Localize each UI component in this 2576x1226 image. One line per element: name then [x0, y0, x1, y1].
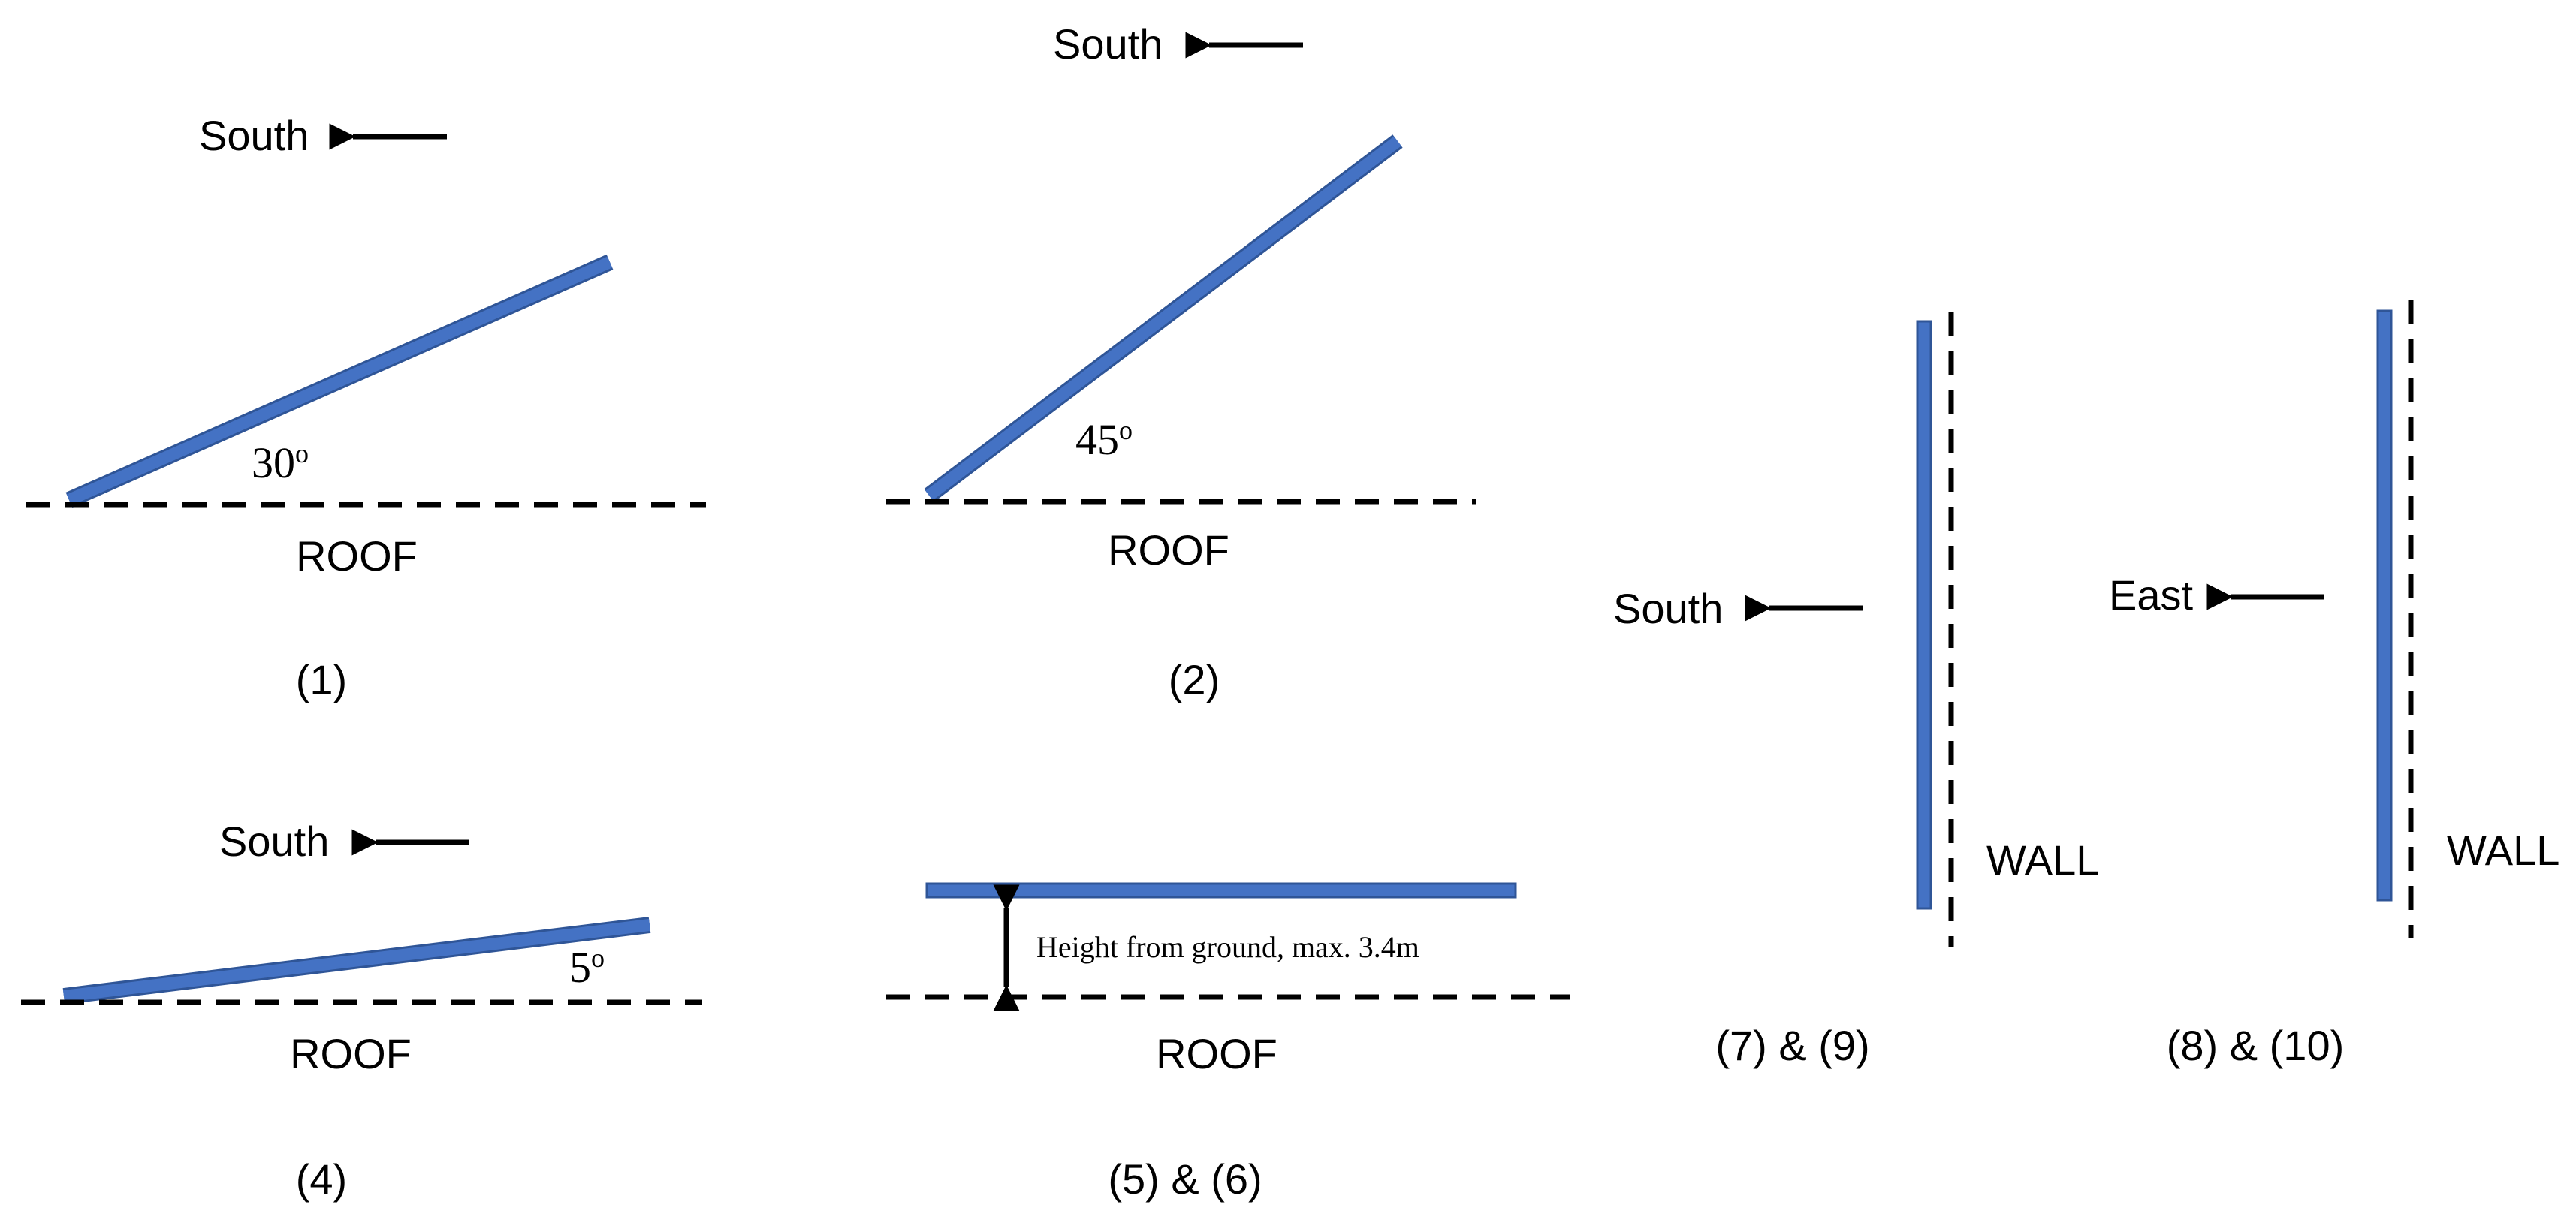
- panel-1-angle-value: 30: [252, 438, 295, 487]
- panel-2-angle-value: 45: [1075, 415, 1119, 464]
- panel-2-angle: 45o: [1075, 415, 1133, 464]
- panel-5-group: Height from ground, max. 3.4m ROOF (5) &…: [886, 882, 1570, 1203]
- panel-8-solar-panel: [2376, 309, 2393, 902]
- panel-2-direction: South: [1053, 20, 1163, 68]
- panel-1-group: South 30o ROOF (1): [26, 112, 706, 703]
- panel-7-solar-panel: [1916, 320, 1932, 910]
- panel-5-caption: (5) & (6): [1108, 1155, 1262, 1203]
- panel-7-direction: South: [1613, 585, 1723, 632]
- panel-2-group: South 45o ROOF (2): [886, 20, 1476, 703]
- panel-4-caption: (4): [296, 1155, 347, 1203]
- panel-8-surface-label: WALL: [2447, 827, 2559, 874]
- panel-1-angle-degree: o: [295, 438, 309, 468]
- panel-7-caption: (7) & (9): [1715, 1022, 1869, 1069]
- panel-2-surface-label: ROOF: [1108, 526, 1229, 574]
- panel-8-direction: East: [2109, 571, 2193, 619]
- panel-2-caption: (2): [1169, 656, 1220, 703]
- panel-1-direction: South: [199, 112, 309, 159]
- panel-4-direction: South: [219, 818, 329, 865]
- panel-4-angle: 5o: [569, 943, 605, 992]
- panel-5-surface-label: ROOF: [1156, 1030, 1277, 1077]
- panel-1-caption: (1): [296, 656, 347, 703]
- panel-7-group: South WALL (7) & (9): [1613, 312, 2099, 1069]
- panel-8-caption: (8) & (10): [2167, 1022, 2345, 1069]
- panel-4-solar-panel-fill: [63, 919, 650, 1002]
- panel-7-surface-label: WALL: [1986, 836, 2099, 884]
- panel-4-angle-value: 5: [569, 943, 591, 992]
- panel-8-group: East WALL (8) & (10): [2109, 300, 2559, 1069]
- panel-2-angle-degree: o: [1119, 415, 1133, 445]
- panel-1-solar-panel-fill: [66, 256, 613, 506]
- panel-1-angle: 30o: [252, 438, 309, 487]
- panel-5-solar-panel: [925, 882, 1517, 899]
- panel-4-group: South 5o ROOF (4): [21, 818, 702, 1203]
- panel-2-solar-panel-fill: [925, 136, 1401, 501]
- panel-5-height-note: Height from ground, max. 3.4m: [1036, 930, 1419, 964]
- panel-4-angle-degree: o: [591, 943, 605, 973]
- panel-4-surface-label: ROOF: [290, 1030, 412, 1077]
- panel-1-surface-label: ROOF: [296, 532, 418, 580]
